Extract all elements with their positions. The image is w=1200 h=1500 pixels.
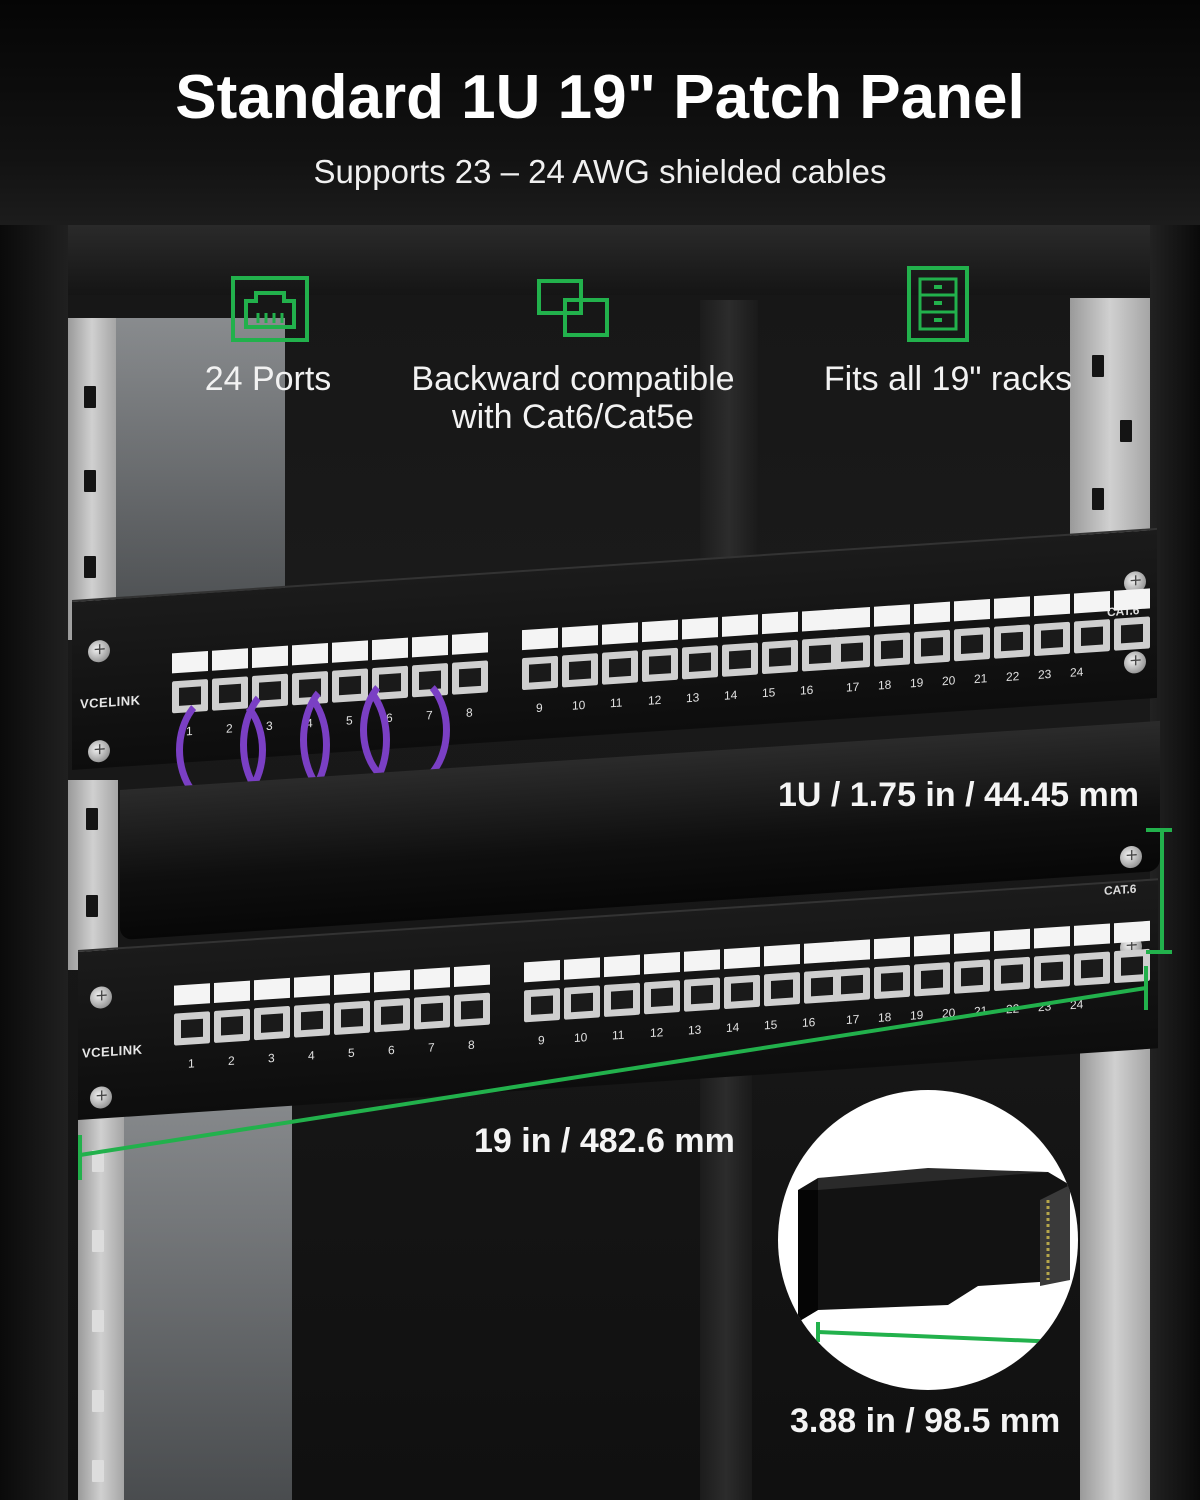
- overlapping-squares-icon: [537, 279, 609, 337]
- width-dimension-label: 19 in / 482.6 mm: [474, 1122, 735, 1160]
- feature-compatibility-label: Backward compatible with Cat6/Cat5e: [388, 360, 758, 436]
- rail-hole: [86, 808, 98, 830]
- feature-label-line: Backward compatible: [411, 360, 735, 398]
- width-dimension-line: [79, 986, 1147, 1157]
- glass-panel-lower: [122, 1090, 292, 1500]
- rail-hole: [92, 1460, 104, 1482]
- feature-ports-label: 24 Ports: [168, 360, 368, 398]
- rail-hole: [86, 895, 98, 917]
- right-rail-upper: [1070, 298, 1150, 568]
- rail-hole: [84, 470, 96, 492]
- rail-hole: [1092, 355, 1104, 377]
- page-subtitle: Supports 23 – 24 AWG shielded cables: [313, 153, 887, 190]
- cabinet-left-wall: [0, 225, 68, 1500]
- center-rail-upper: [700, 300, 758, 590]
- rail-hole: [1120, 420, 1132, 442]
- feature-rack-fit-label: Fits all 19" racks: [808, 360, 1088, 398]
- rail-hole: [92, 1390, 104, 1412]
- center-rail-lower: [700, 1010, 752, 1500]
- rail-hole: [92, 1150, 104, 1172]
- depth-dimension-label: 3.88 in / 98.5 mm: [790, 1402, 1061, 1440]
- feature-label-line: Fits all 19" racks: [823, 360, 1073, 398]
- feature-label-line: 24 Ports: [204, 360, 332, 398]
- rail-hole: [84, 556, 96, 578]
- rail-hole: [92, 1310, 104, 1332]
- feature-label-line: with Cat6/Cat5e: [452, 398, 694, 436]
- rack-cabinet-icon: [907, 266, 969, 342]
- height-dimension-label: 1U / 1.75 in / 44.45 mm: [778, 776, 1139, 814]
- depth-detail-inset: [778, 1090, 1078, 1390]
- rail-hole: [84, 386, 96, 408]
- rail-hole: [92, 1230, 104, 1252]
- rj45-port-icon: [231, 276, 309, 342]
- rail-hole: [1092, 488, 1104, 510]
- page-title: Standard 1U 19" Patch Panel: [175, 63, 1025, 132]
- cabinet-inner-top: [68, 225, 1150, 295]
- glass-panel-upper: [115, 318, 285, 600]
- patch-panel-side-view: [798, 1168, 1070, 1352]
- cabinet-top: [0, 0, 1200, 225]
